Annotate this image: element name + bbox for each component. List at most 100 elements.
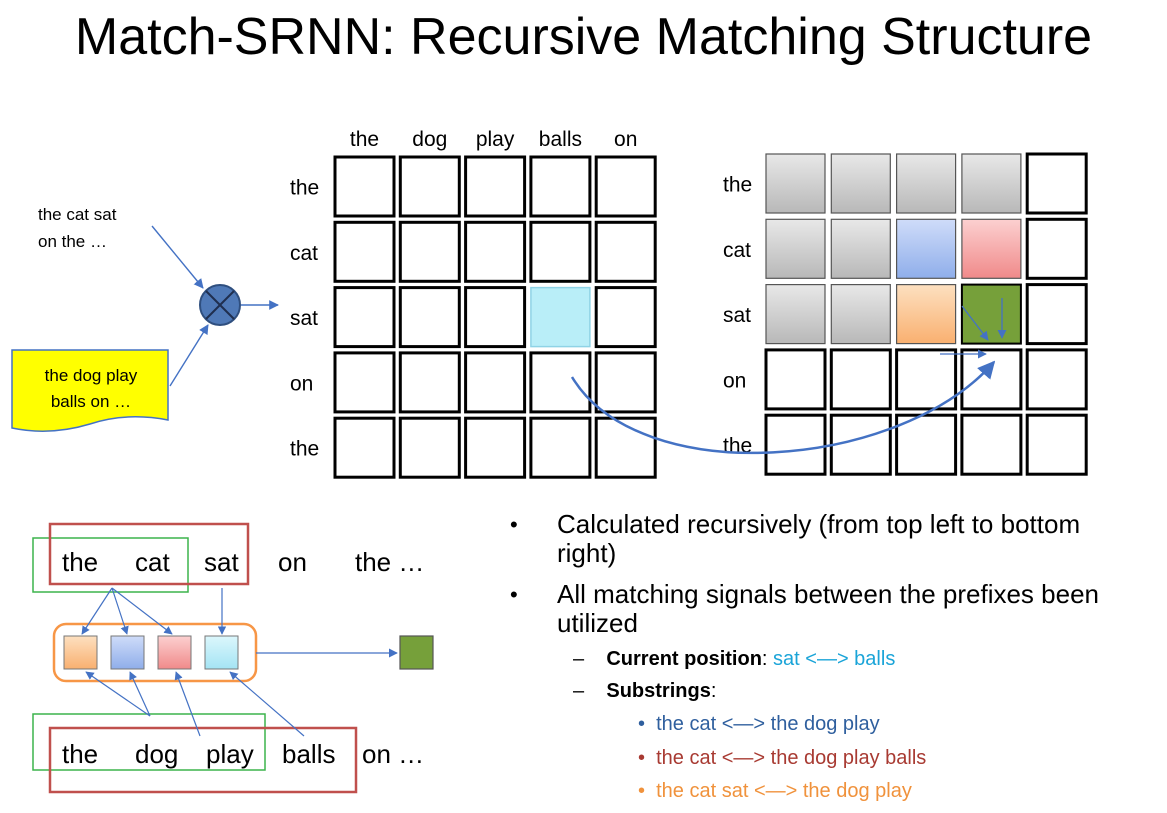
prefix-box-the-dog-play-balls [48,726,358,794]
sentence-a-line-2: on the … [38,232,107,251]
sentence-bottom-word: the [62,739,98,769]
sentence-bottom-word: balls [282,739,335,769]
grid-right-row-label: sat [723,304,751,327]
grid-left-cell [333,351,396,414]
grid-left [333,155,657,479]
grid-left-cell [333,155,396,218]
grid-right-current-cell [960,283,1022,345]
sentence-b-line-1: the dog play [45,366,138,385]
grid-left-row-label: cat [290,242,318,265]
grid-right-cell [1025,413,1088,476]
sentence-top-word: cat [135,547,170,577]
grid-right-filled-cell [895,284,957,345]
substrings-label: Substrings [606,680,711,702]
sentence-b-line-2: balls on … [51,392,131,411]
unit-red-cell [157,635,192,670]
curved-arrow [570,360,996,455]
grid-right-cell [1025,283,1088,346]
grid-left-cell [529,351,592,414]
grid-left-row-label: sat [290,307,318,330]
grid-right [764,152,1088,476]
grid-left-row-label: the [290,438,319,461]
grid-right-filled-cell [765,218,826,279]
grid-right-filled-cell [961,153,1022,214]
current-position-value: sat <—> balls [773,648,896,670]
grid-left-cell [398,416,461,479]
grid-left-cell [529,220,592,283]
arrow-b-to-product [169,324,209,387]
grid-right-cell [960,413,1023,476]
grid-left-cell [529,155,592,218]
sentence-top-word: the [62,547,98,577]
sentence-bottom-word: on … [362,739,424,769]
sentence-bottom-word: play [206,739,254,769]
arrow-diagonal [961,305,989,341]
substring-item-2: • the cat <—> the dog play balls [638,747,927,769]
grid-right-cell [764,348,827,411]
unit-cyan-cell [204,635,239,670]
grid-right-cell [895,413,958,476]
grid-right-cell [1025,217,1088,280]
grid-right-filled-cell [830,284,891,345]
sentence-a-line-1: the cat sat [38,205,117,224]
grid-right-cell [829,348,892,411]
grid-right-cell [1025,152,1088,215]
grid-right-filled-cell [765,284,826,345]
grid-left-cell [464,220,527,283]
grid-left-cell [594,286,657,349]
grid-left-cell [464,416,527,479]
grid-right-cell [1025,348,1088,411]
prefix-box-the-cat-sat [48,522,250,586]
grid-left-cell [398,220,461,283]
grid-right-filled-cell [895,153,957,214]
bottom-word-links [85,671,305,737]
unit-blue-cell [110,635,145,670]
grid-left-col-label: balls [539,128,582,151]
unit-orange-cell [63,635,98,670]
grid-right-row-label: the [723,435,752,458]
sentence-b-document [11,349,169,432]
grid-left-cell [333,286,396,349]
sentence-top-word: the … [355,547,424,577]
grid-right-cell [895,348,958,411]
sentence-bottom-word: dog [135,739,178,769]
grid-right-filled-cell [830,153,891,214]
grid-right-cell [960,348,1023,411]
grid-left-cell [398,155,461,218]
grid-left-col-label: the [350,128,379,151]
sentence-top-word: sat [204,547,239,577]
grid-right-filled-cell [830,218,891,279]
sentence-top-word: on [278,547,307,577]
grid-left-row-label: on [290,372,313,395]
bullet-2: All matching signals between the prefixe… [557,579,1099,638]
grid-left-highlight-cell [530,286,591,348]
grid-left-cell [594,416,657,479]
grid-right-filled-cell [961,218,1022,279]
bullet-dot-1: • [510,512,518,537]
grid-left-cell [333,416,396,479]
grid-right-row-label: the [723,174,752,197]
bullet-dot-2: • [510,582,518,607]
grid-left-cell [529,416,592,479]
grid-left-cell [398,351,461,414]
top-word-links [81,587,227,635]
grid-left-cell [464,155,527,218]
grid-left-cell [398,286,461,349]
sentence-top-words: the cat sat on the … [62,547,424,577]
grid-left-cell [464,286,527,349]
grid-right-filled-cell [895,218,957,279]
output-green-cell [399,635,434,670]
slide-title: Match-SRNN: Recursive Matching Structure [74,8,1093,66]
grid-left-cell [594,155,657,218]
grid-left-cell [594,220,657,283]
grid-left-cell [333,220,396,283]
current-position-label: Current position [606,648,762,670]
current-position-line: – Current position: sat <—> balls [573,648,896,670]
grid-right-filled-cell [765,153,826,214]
grid-left-cell [464,351,527,414]
grid-right-cell [764,413,827,476]
